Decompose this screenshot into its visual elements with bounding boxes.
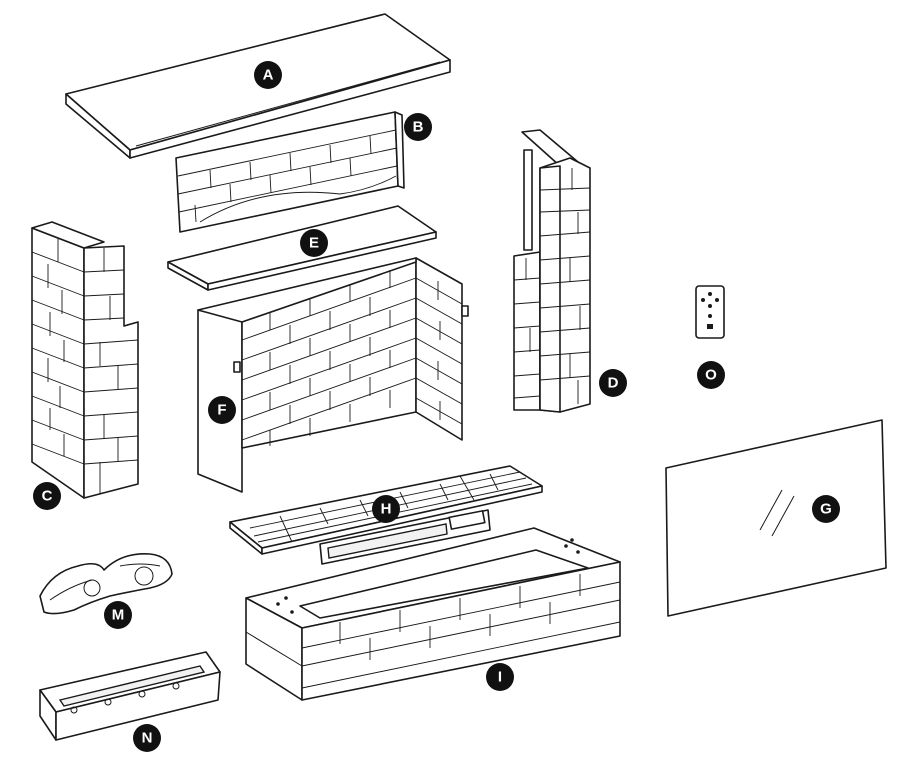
part-o-remote-control [695,285,725,339]
part-b-upper-brick-panel [175,111,405,233]
svg-text:I: I [498,669,502,686]
svg-text:B: B [413,119,424,136]
svg-text:N: N [142,730,153,747]
svg-text:G: G [820,501,832,518]
label-g: G [812,495,840,523]
label-e: E [300,229,328,257]
part-m-log-set [39,553,173,615]
label-n: N [133,724,161,752]
label-o: O [697,361,725,389]
label-b: B [404,113,432,141]
label-h: H [372,495,400,523]
svg-text:E: E [309,235,319,252]
svg-text:H: H [381,501,392,518]
label-m: M [104,601,132,629]
svg-text:F: F [217,402,226,419]
svg-text:O: O [705,367,717,384]
part-g-glass-panel [665,419,887,617]
part-d-right-pillar [513,129,591,413]
part-i-base-plinth [245,527,621,701]
svg-text:M: M [112,607,125,624]
svg-text:D: D [608,375,619,392]
label-d: D [599,369,627,397]
svg-text:C: C [42,488,53,505]
svg-text:A: A [263,67,274,84]
label-a: A [254,61,282,89]
label-i: I [486,663,514,691]
part-c-left-pillar [31,221,139,499]
label-f: F [208,396,236,424]
part-f-firebox-brick-liner [197,257,469,493]
part-n-electric-insert [39,651,221,741]
label-c: C [33,482,61,510]
